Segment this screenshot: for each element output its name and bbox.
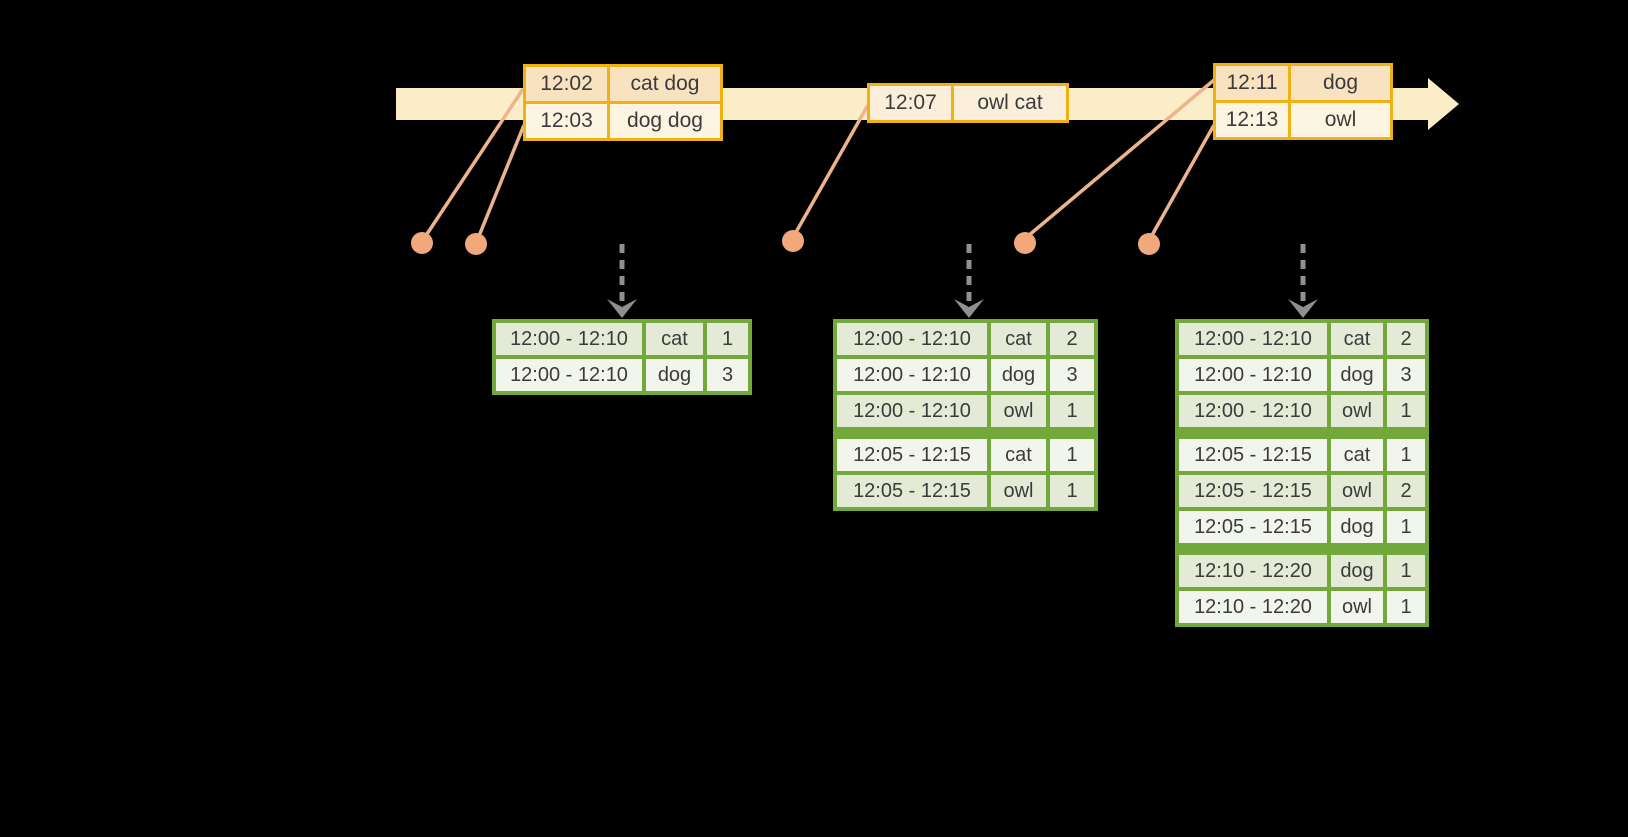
time-cell: 12:13 bbox=[1216, 103, 1288, 137]
trigger-arrow-icon bbox=[607, 244, 637, 318]
word-cell: cat bbox=[646, 323, 703, 355]
window-cell: 12:00 - 12:10 bbox=[837, 323, 987, 355]
event-connector-line bbox=[1026, 78, 1216, 238]
time-cell: 12:11 bbox=[1216, 66, 1288, 100]
word-cell: cat bbox=[991, 323, 1046, 355]
words-cell: dog bbox=[1291, 66, 1390, 100]
event-connector-line bbox=[423, 88, 525, 238]
trigger-arrow-icon bbox=[1288, 244, 1318, 318]
words-cell: owl cat bbox=[954, 86, 1066, 120]
word-cell: cat bbox=[991, 439, 1046, 471]
event-dot bbox=[1014, 232, 1036, 254]
window-cell: 12:05 - 12:15 bbox=[837, 475, 987, 507]
count-cell: 3 bbox=[1387, 359, 1425, 391]
event-connector-line bbox=[793, 104, 870, 235]
window-cell: 12:10 - 12:20 bbox=[1179, 555, 1327, 587]
event-connector-line bbox=[1149, 124, 1216, 238]
count-cell: 1 bbox=[1387, 439, 1425, 471]
window-cell: 12:10 - 12:20 bbox=[1179, 591, 1327, 623]
trigger-arrows bbox=[607, 244, 1318, 318]
words-cell: dog dog bbox=[610, 104, 720, 138]
word-cell: owl bbox=[991, 475, 1046, 507]
word-cell: cat bbox=[1331, 323, 1383, 355]
window-cell: 12:05 - 12:15 bbox=[1179, 475, 1327, 507]
event-connector-line bbox=[477, 124, 526, 237]
window-cell: 12:00 - 12:10 bbox=[1179, 395, 1327, 427]
word-cell: owl bbox=[1331, 475, 1383, 507]
count-cell: 1 bbox=[1050, 439, 1094, 471]
word-cell: dog bbox=[1331, 555, 1383, 587]
word-cell: owl bbox=[1331, 591, 1383, 623]
window-cell: 12:00 - 12:10 bbox=[1179, 323, 1327, 355]
word-cell: dog bbox=[646, 359, 703, 391]
count-cell: 3 bbox=[1050, 359, 1094, 391]
count-cell: 1 bbox=[1387, 591, 1425, 623]
event-dot bbox=[411, 232, 433, 254]
count-cell: 1 bbox=[1387, 395, 1425, 427]
window-cell: 12:05 - 12:15 bbox=[1179, 439, 1327, 471]
word-cell: dog bbox=[1331, 359, 1383, 391]
window-cell: 12:00 - 12:10 bbox=[837, 359, 987, 391]
window-cell: 12:05 - 12:15 bbox=[837, 439, 987, 471]
trigger-arrow-icon bbox=[954, 244, 984, 318]
event-dot bbox=[465, 233, 487, 255]
window-cell: 12:00 - 12:10 bbox=[496, 323, 642, 355]
count-cell: 1 bbox=[1050, 395, 1094, 427]
event-dots bbox=[411, 230, 1160, 255]
count-cell: 1 bbox=[707, 323, 748, 355]
event-dot bbox=[782, 230, 804, 252]
word-cell: owl bbox=[1331, 395, 1383, 427]
count-cell: 2 bbox=[1050, 323, 1094, 355]
words-cell: cat dog bbox=[610, 67, 720, 101]
word-cell: owl bbox=[991, 395, 1046, 427]
window-cell: 12:00 - 12:10 bbox=[496, 359, 642, 391]
time-cell: 12:03 bbox=[526, 104, 607, 138]
window-cell: 12:05 - 12:15 bbox=[1179, 511, 1327, 543]
count-cell: 1 bbox=[1387, 511, 1425, 543]
event-dot bbox=[1138, 233, 1160, 255]
window-cell: 12:00 - 12:10 bbox=[1179, 359, 1327, 391]
word-cell: dog bbox=[1331, 511, 1383, 543]
word-cell: cat bbox=[1331, 439, 1383, 471]
event-connector-lines bbox=[423, 78, 1216, 238]
word-cell: dog bbox=[991, 359, 1046, 391]
count-cell: 3 bbox=[707, 359, 748, 391]
count-cell: 1 bbox=[1050, 475, 1094, 507]
window-cell: 12:00 - 12:10 bbox=[837, 395, 987, 427]
count-cell: 2 bbox=[1387, 475, 1425, 507]
words-cell: owl bbox=[1291, 103, 1390, 137]
time-cell: 12:02 bbox=[526, 67, 607, 101]
time-cell: 12:07 bbox=[870, 86, 951, 120]
count-cell: 2 bbox=[1387, 323, 1425, 355]
count-cell: 1 bbox=[1387, 555, 1425, 587]
